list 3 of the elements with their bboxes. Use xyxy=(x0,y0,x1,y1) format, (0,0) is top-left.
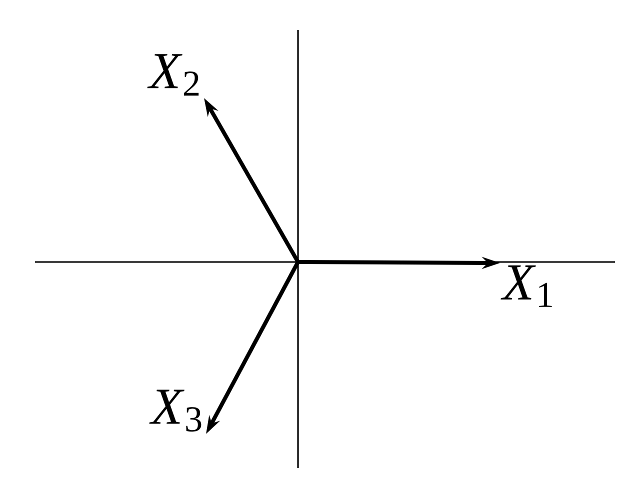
vector-label: X$_{1}$ xyxy=(500,265,552,307)
vector-label: X$_{3}$ xyxy=(149,390,202,432)
vector-label: X$_{2}$ xyxy=(147,54,199,96)
